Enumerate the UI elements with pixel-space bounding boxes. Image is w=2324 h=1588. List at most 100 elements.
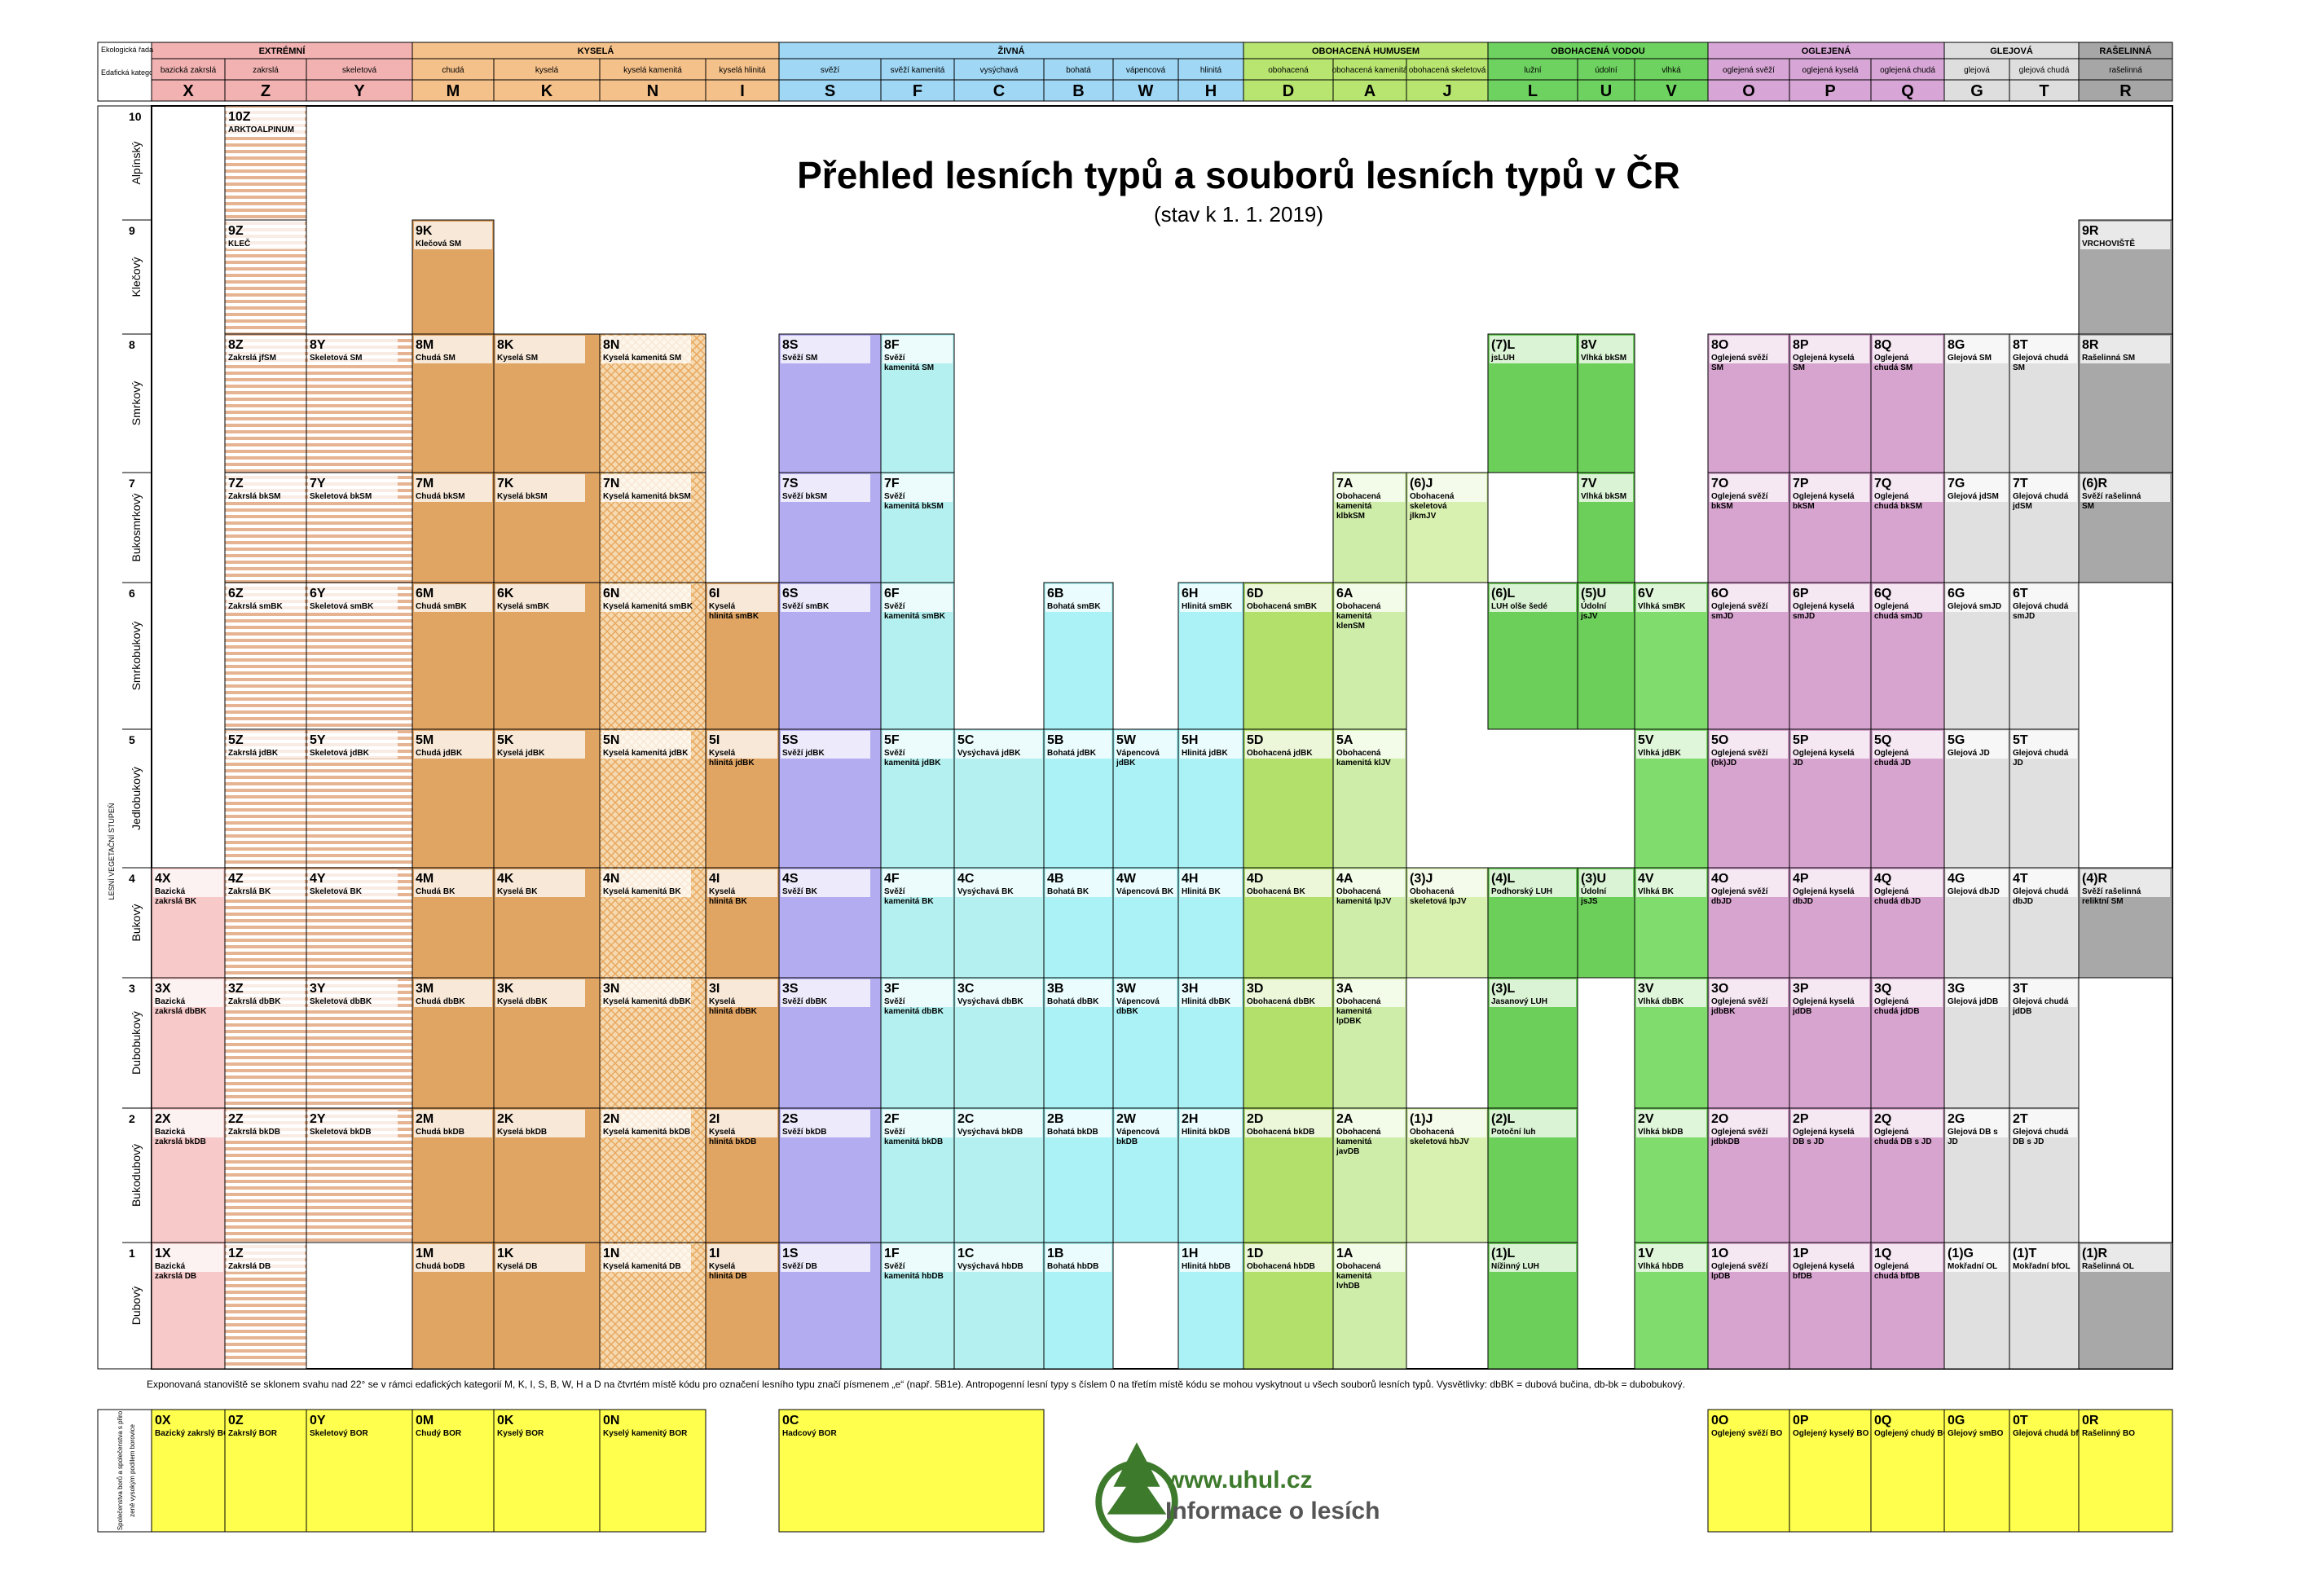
cell-label-bg	[495, 1110, 585, 1137]
forest-type-code: 5H	[1182, 733, 1198, 747]
forest-type-code: 1O	[1711, 1247, 1728, 1260]
cell-label-bg	[1490, 1244, 1576, 1272]
pine-cell[interactable]	[1789, 1409, 1872, 1533]
forest-type-name: Vlhká bkSM	[1581, 492, 1626, 501]
forest-type-name: ARKTOALPINUM	[228, 125, 294, 134]
pine-cell[interactable]	[1707, 1409, 1790, 1533]
cell-label-bg	[1636, 1110, 1706, 1137]
forest-type-code: 6D	[1247, 587, 1263, 600]
cell-label-bg	[781, 584, 870, 612]
category-code-cell	[1332, 79, 1407, 102]
cell-label-bg	[1873, 979, 1943, 1007]
group-name: OGLEJENÁ	[1802, 46, 1851, 56]
forest-type-code: 1F	[884, 1247, 900, 1260]
forest-type-code: 5B	[1047, 733, 1063, 747]
forest-type-name: Chudá smBK	[416, 602, 468, 611]
forest-type-name: Obohacená	[1336, 887, 1381, 896]
forest-type-code: 10Z	[228, 110, 251, 124]
forest-type-code: 1P	[1793, 1247, 1809, 1260]
forest-type-name: DB s JD	[2013, 1137, 2044, 1146]
cell-label-bg	[153, 979, 223, 1007]
category-header	[2009, 58, 2080, 81]
category-code: W	[1138, 82, 1154, 100]
forest-type-code: 9Z	[228, 224, 244, 238]
category-header	[493, 58, 601, 81]
pine-cell[interactable]	[412, 1409, 495, 1533]
forest-type-name: Svěží bkDB	[782, 1128, 826, 1137]
forest-type-name: chudá DB s JD	[1874, 1137, 1932, 1146]
group-name: RAŠELINNÁ	[2099, 46, 2151, 56]
pine-cell[interactable]	[1943, 1409, 2010, 1533]
cell-label-bg	[1946, 474, 2008, 502]
cell-label-bg	[1636, 731, 1706, 759]
forest-type-name: SM	[1711, 363, 1723, 372]
forest-type-name: kamenitá bkSM	[884, 502, 944, 511]
forest-type-code: 5M	[416, 733, 434, 747]
cell-label-bg	[1873, 1110, 1943, 1137]
pine-name: Hadcový BOR	[782, 1429, 837, 1438]
forest-type-code: (6)J	[1410, 477, 1433, 490]
level-name: Dubobukový	[130, 1011, 143, 1075]
cell-label-bg	[883, 1244, 953, 1272]
cell-label-bg	[707, 584, 777, 612]
forest-type-name: Vysýchavá bkDB	[957, 1128, 1023, 1137]
forest-type-name: kamenitá smBK	[884, 612, 946, 621]
forest-type-name: kamenitá BK	[884, 897, 934, 906]
level-name: Smrkobukový	[130, 622, 143, 691]
cell-label-bg	[2080, 869, 2170, 897]
cell-label-bg	[1180, 869, 1242, 897]
forest-type-name: Svěží	[884, 602, 906, 611]
pine-cell[interactable]	[2078, 1409, 2173, 1533]
forest-type-name: Glejová dbJD	[1948, 887, 2000, 896]
forest-type-code: 2Z	[228, 1112, 244, 1126]
forest-type-name: VRCHOVIŠTĚ	[2082, 238, 2135, 249]
cell-label-bg	[2011, 731, 2077, 759]
forest-type-name: Skeletová dbBK	[310, 997, 372, 1006]
cell-label-bg	[2011, 1244, 2077, 1272]
cell-label-bg	[308, 584, 398, 612]
forest-type-code: 5Z	[228, 733, 244, 747]
cell-label-bg	[956, 979, 1042, 1007]
pine-cell[interactable]	[151, 1409, 226, 1533]
pine-cell[interactable]	[1870, 1409, 1945, 1533]
forest-type-code: 3D	[1247, 982, 1263, 996]
pine-cell[interactable]	[778, 1409, 1045, 1533]
cell-label-bg	[227, 222, 305, 249]
forest-type-name: bkDB	[1116, 1137, 1138, 1146]
cell-label-bg	[227, 979, 305, 1007]
category-code: R	[2119, 82, 2132, 100]
forest-type-code: 2S	[782, 1112, 799, 1126]
category-code: Y	[354, 82, 365, 100]
cell-label-bg	[414, 584, 492, 612]
website-link[interactable]: www.uhul.cz	[1165, 1467, 1313, 1493]
forest-type-code: 3P	[1793, 982, 1809, 996]
forest-type-name: Kyselá kamenitá bkDB	[603, 1128, 690, 1137]
forest-type-name: kamenitá	[1336, 502, 1372, 511]
forest-type-name: Bazická	[155, 887, 186, 896]
forest-type-code: 3F	[884, 982, 900, 996]
forest-type-name: Bazická	[155, 1128, 186, 1137]
forest-type-code: 6M	[416, 587, 434, 600]
pine-cell[interactable]	[224, 1409, 307, 1533]
forest-type-code: 3M	[416, 982, 434, 996]
pine-cell[interactable]	[493, 1409, 601, 1533]
cell-label-bg	[308, 869, 398, 897]
forest-type-code: (7)L	[1491, 338, 1516, 352]
forest-type-name: jsJV	[1580, 612, 1598, 621]
forest-type-name: Oglejená kyselá	[1793, 1262, 1855, 1271]
level-number: 6	[129, 587, 135, 600]
forest-type-name: hlinitá dbBK	[709, 1007, 758, 1016]
forest-type-code: 8F	[884, 338, 900, 352]
forest-type-name: Zakrslá BK	[228, 887, 271, 896]
level-name: Klečový	[130, 257, 143, 297]
forest-type-code: 1K	[497, 1247, 514, 1260]
level-number: 5	[129, 733, 135, 746]
category-code-cell	[1870, 79, 1945, 102]
forest-type-code: 2M	[416, 1112, 434, 1126]
pine-cell[interactable]	[306, 1409, 413, 1533]
pine-cell[interactable]	[2009, 1409, 2080, 1533]
forest-type-name: Svěží rašelinná	[2082, 492, 2141, 501]
group-name: OBOHACENÁ HUMUSEM	[1312, 46, 1419, 56]
forest-type-name: Svěží rašelinná	[2082, 887, 2141, 896]
pine-cell[interactable]	[599, 1409, 706, 1533]
